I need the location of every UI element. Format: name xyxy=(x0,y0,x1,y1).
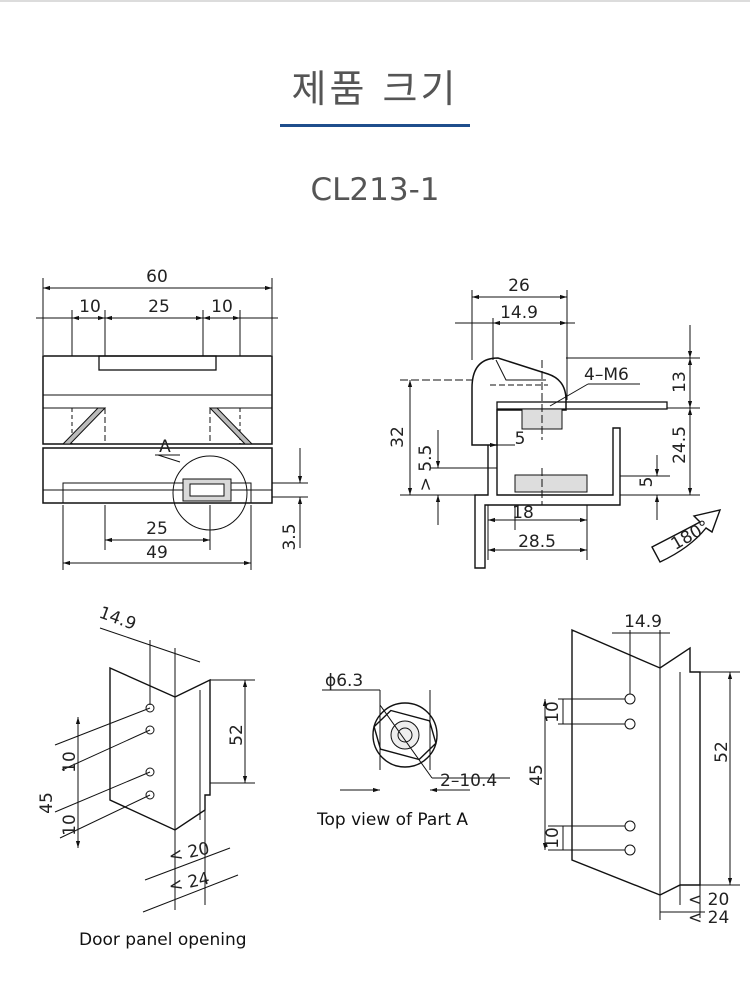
title-underline xyxy=(280,124,470,127)
door-panel-labels: 14.9 52 10 45 10 < 20 < 24 xyxy=(37,603,247,897)
dim-overall-width: 60 xyxy=(146,267,168,287)
door-panel-caption: Door panel opening xyxy=(79,930,247,950)
dim-left-margin: 10 xyxy=(79,297,101,317)
dim-side-inner-width: 14.9 xyxy=(500,303,538,323)
frame-view xyxy=(542,628,740,920)
front-view-labels: 60 10 25 10 A 25 49 3.5 xyxy=(79,267,300,563)
dim-door-pitch-bottom: 10 xyxy=(60,814,80,836)
rotation-label: 180° xyxy=(668,517,713,555)
dim-small-height: 3.5 xyxy=(280,523,300,550)
door-panel-view xyxy=(54,627,255,913)
dim-base-inner: 18 xyxy=(512,503,534,523)
dim-side-width: 26 xyxy=(508,276,530,296)
dim-bottom-inner: 25 xyxy=(146,519,168,539)
dim-base-height: 5 xyxy=(637,477,657,488)
frame-view-labels: 14.9 52 10 45 10 < 20 < 24 xyxy=(527,612,732,928)
dim-frame-pitch-top: 10 xyxy=(543,701,563,723)
dim-right-margin: 10 xyxy=(211,297,233,317)
side-view xyxy=(400,290,722,569)
detail-label-a: A xyxy=(159,437,171,457)
dim-door-pitch-top: 10 xyxy=(60,751,80,773)
dim-frame-hole-span: 45 xyxy=(527,764,547,786)
dim-door-width: 14.9 xyxy=(96,603,138,635)
dim-frame-height: 52 xyxy=(712,741,732,763)
part-a-caption: Top view of Part A xyxy=(317,810,469,830)
top-divider xyxy=(0,0,750,2)
dim-frame-opening-max: < 24 xyxy=(688,908,729,928)
model-number: CL213-1 xyxy=(310,172,440,208)
dim-frame-opening-min: < 20 xyxy=(688,890,729,910)
dim-door-height: 52 xyxy=(227,724,247,746)
dim-middle-width: 25 xyxy=(148,297,170,317)
dim-door-hole-span: 45 xyxy=(37,792,57,814)
part-a-view xyxy=(322,689,510,793)
dim-min-gap: > 5.5 xyxy=(416,445,436,492)
page-title: 제품 크기 xyxy=(291,67,459,111)
dim-frame-width: 14.9 xyxy=(624,612,662,632)
thread-spec: 4–M6 xyxy=(584,365,629,385)
dim-base-outer: 28.5 xyxy=(518,532,556,552)
part-a-labels: ϕ6.3 2–10.4 xyxy=(325,671,497,791)
front-view xyxy=(36,278,308,570)
side-view-labels: 26 14.9 4–M6 13 24.5 5 32 > 5.5 5 18 28.… xyxy=(388,276,713,555)
dim-gap: 5 xyxy=(515,429,526,449)
dim-total-height: 32 xyxy=(388,426,408,448)
dim-top-height: 13 xyxy=(670,371,690,393)
dim-frame-pitch-bottom: 10 xyxy=(543,827,563,849)
dim-lower-height: 24.5 xyxy=(670,426,690,464)
dim-slot: 2–10.4 xyxy=(440,771,497,791)
dim-bottom-outer: 49 xyxy=(146,543,168,563)
dim-diameter: ϕ6.3 xyxy=(325,671,363,691)
